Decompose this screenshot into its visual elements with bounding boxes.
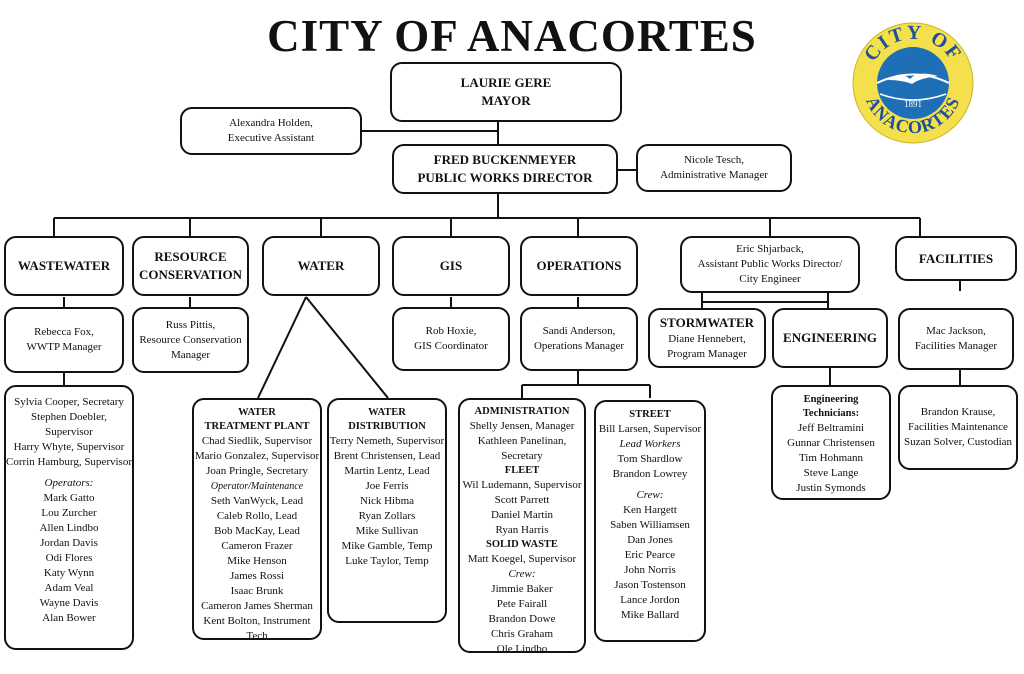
gis-header: GIS — [392, 236, 510, 296]
engineering-header: ENGINEERING — [772, 308, 888, 368]
executive-assistant-box: Alexandra Holden, Executive Assistant — [180, 107, 362, 155]
engineering-technicians-box: Engineering Technicians: Jeff Beltramini… — [771, 385, 891, 500]
mayor-role: MAYOR — [481, 93, 531, 108]
water-distribution-box: WATER DISTRIBUTION Terry Nemeth, Supervi… — [327, 398, 447, 623]
gis-manager-box: Rob Hoxie, GIS Coordinator — [392, 307, 510, 371]
page-title: CITY OF ANACORTES — [267, 11, 757, 61]
water-treatment-plant-box: WATER TREATMENT PLANT Chad Siedlik, Supe… — [192, 398, 322, 642]
street-box: STREET Bill Larsen, Supervisor Lead Work… — [594, 400, 706, 642]
wastewater-manager-box: Rebecca Fox, WWTP Manager — [4, 307, 124, 373]
seagull-icon — [888, 73, 938, 84]
svg-text:1891: 1891 — [904, 99, 922, 109]
wastewater-header: WASTEWATER — [4, 236, 124, 296]
operations-manager-box: Sandi Anderson, Operations Manager — [520, 307, 638, 371]
assistant-director-box: Eric Shjarback, Assistant Public Works D… — [680, 236, 860, 293]
operations-header: OPERATIONS — [520, 236, 638, 296]
admin-manager-box: Nicole Tesch, Administrative Manager — [636, 144, 792, 192]
facilities-header: FACILITIES — [895, 236, 1017, 281]
mayor-name: LAURIE GERE — [460, 75, 552, 90]
city-seal: 1891 CITY OF ANACORTES — [852, 22, 974, 144]
resource-conservation-header: RESOURCE CONSERVATION — [132, 236, 249, 296]
facilities-manager-box: Mac Jackson, Facilities Manager — [898, 308, 1014, 370]
resource-manager-box: Russ Pittis, Resource Conservation Manag… — [132, 307, 249, 373]
mayor-box: LAURIE GERE MAYOR — [390, 62, 622, 122]
water-header: WATER — [262, 236, 380, 296]
operations-admin-fleet-box: ADMINISTRATION Shelly Jensen, Manager Ka… — [458, 398, 586, 655]
wastewater-staff-box: Sylvia Cooper, Secretary Stephen Doebler… — [4, 385, 134, 650]
stormwater-box: STORMWATER Diane Hennebert, Program Mana… — [648, 308, 766, 368]
facilities-staff-box: Brandon Krause, Facilities Maintenance S… — [898, 385, 1018, 470]
director-box: FRED BUCKENMEYER PUBLIC WORKS DIRECTOR — [392, 144, 618, 194]
